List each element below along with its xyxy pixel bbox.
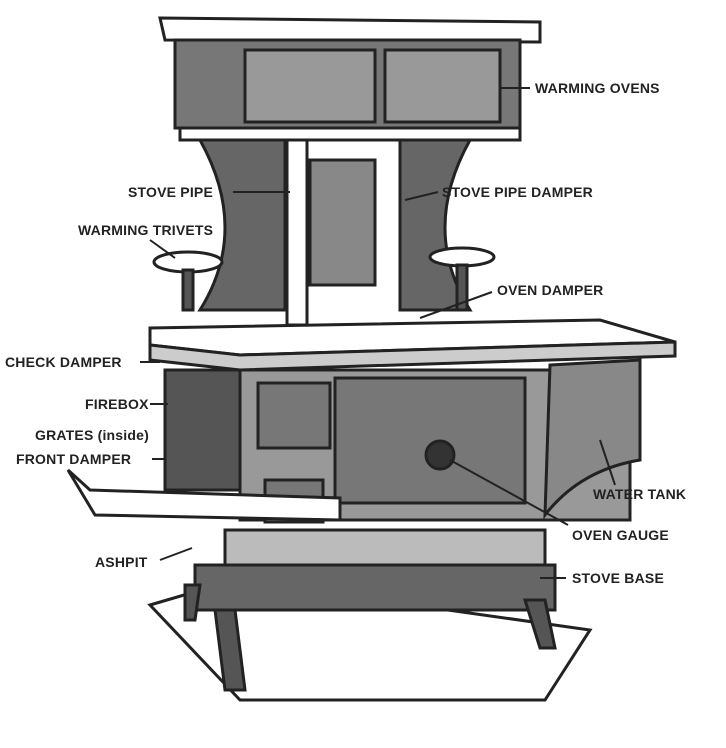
right-bracket [398, 138, 473, 312]
oven-gauge [424, 439, 456, 471]
label-oven-gauge: OVEN GAUGE [572, 527, 669, 543]
label-ashpit: ASHPIT [95, 554, 148, 570]
label-warming-trivets: WARMING TRIVETS [78, 222, 214, 238]
firebox [163, 368, 242, 492]
label-stove-pipe: STOVE PIPE [128, 184, 213, 200]
reservoir-panel [308, 158, 377, 287]
label-oven-damper: OVEN DAMPER [497, 282, 604, 298]
stove-base [193, 563, 557, 612]
water-tank [543, 358, 642, 520]
warming-oven-top [158, 16, 542, 44]
label-warming-ovens: WARMING OVENS [535, 80, 660, 96]
leader-lines [140, 87, 616, 579]
stove-pipe [285, 138, 309, 327]
label-water-tank: WATER TANK [593, 486, 687, 502]
label-stove-base: STOVE BASE [572, 570, 664, 586]
label-firebox: FIREBOX [85, 396, 149, 412]
left-bracket [197, 138, 287, 312]
label-grates: GRATES (inside) [35, 427, 149, 443]
label-stove-pipe-damper: STOVE PIPE DAMPER [442, 184, 593, 200]
leg-back-left [183, 583, 202, 622]
trivet-right [428, 246, 496, 268]
label-check-damper: CHECK DAMPER [5, 354, 122, 370]
leg-front-right [522, 598, 557, 650]
leg-front-left [213, 608, 247, 692]
ashpit-shelf [66, 468, 342, 522]
warming-oven-door-right [383, 48, 502, 124]
label-front-damper: FRONT DAMPER [16, 451, 132, 467]
oven-door [333, 376, 527, 505]
warming-oven-door-left [243, 48, 377, 124]
upper-small-door [256, 381, 332, 450]
